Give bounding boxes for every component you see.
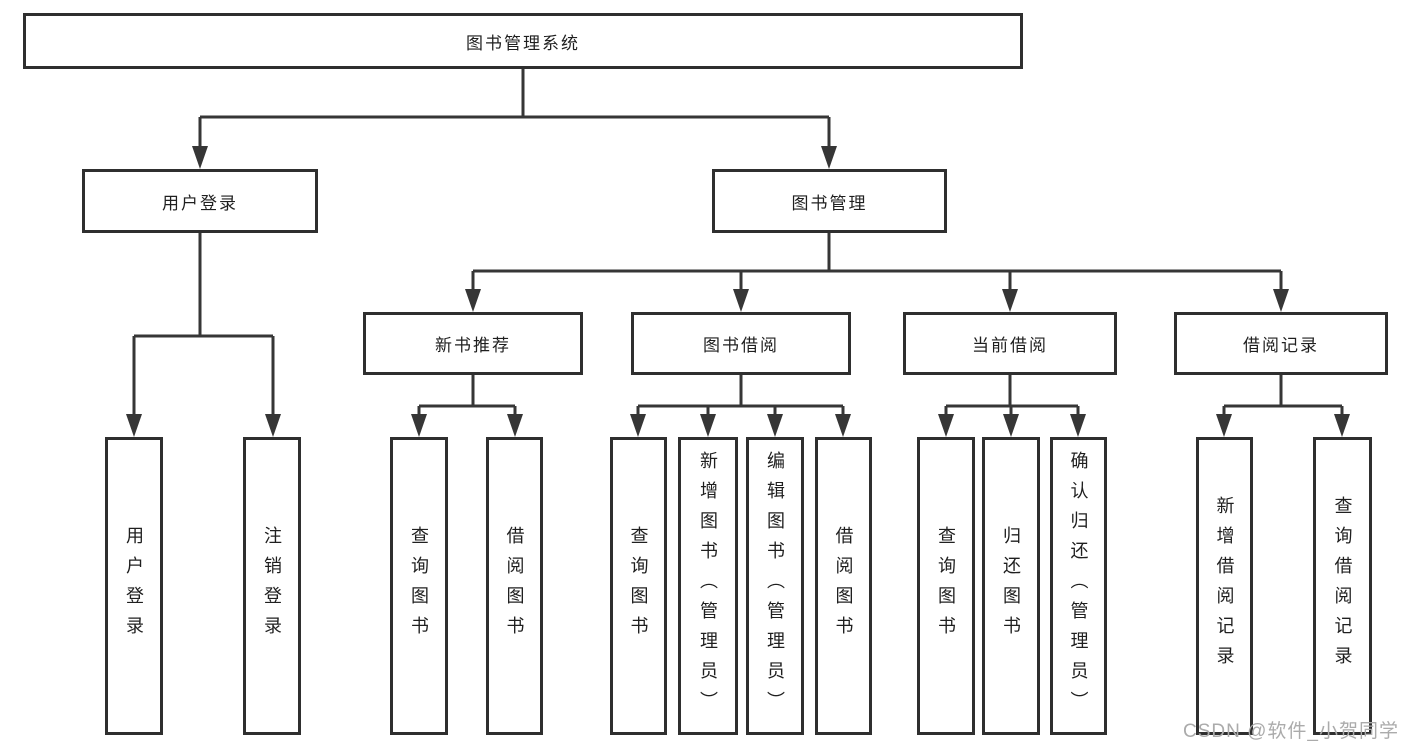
node-current-borrow: 当前借阅 bbox=[903, 312, 1117, 375]
node-label: 借阅图书 bbox=[833, 526, 854, 646]
node-book-borrow: 图书借阅 bbox=[631, 312, 851, 375]
leaf-query-borrow-record: 查询借阅记录 bbox=[1313, 437, 1372, 735]
leaf-return-books: 归还图书 bbox=[982, 437, 1040, 735]
leaf-edit-books-admin: 编辑图书（管理员） bbox=[746, 437, 804, 735]
node-label: 新增图书（管理员） bbox=[698, 451, 718, 721]
node-label: 归还图书 bbox=[1001, 526, 1021, 646]
leaf-user-login: 用户登录 bbox=[105, 437, 163, 735]
node-label: 编辑图书（管理员） bbox=[765, 451, 785, 721]
node-label: 查询借阅记录 bbox=[1332, 496, 1353, 676]
leaf-borrow-books-recommend: 借阅图书 bbox=[486, 437, 543, 735]
leaf-confirm-return-admin: 确认归还（管理员） bbox=[1050, 437, 1107, 735]
node-label: 图书管理系统 bbox=[466, 33, 580, 53]
node-label: 查询图书 bbox=[628, 526, 649, 646]
node-new-book-recommend: 新书推荐 bbox=[363, 312, 583, 375]
leaf-query-books-current: 查询图书 bbox=[917, 437, 975, 735]
leaf-query-books-borrow: 查询图书 bbox=[610, 437, 667, 735]
node-label: 注销登录 bbox=[262, 526, 282, 646]
node-label: 借阅记录 bbox=[1243, 336, 1319, 355]
leaf-query-books-recommend: 查询图书 bbox=[390, 437, 448, 735]
node-label: 查询图书 bbox=[936, 526, 956, 646]
node-label: 查询图书 bbox=[409, 526, 429, 646]
leaf-add-books-admin: 新增图书（管理员） bbox=[678, 437, 738, 735]
node-label: 图书管理 bbox=[791, 193, 868, 213]
node-book-management: 图书管理 bbox=[712, 169, 947, 233]
node-label: 借阅图书 bbox=[504, 526, 525, 646]
leaf-borrow-books: 借阅图书 bbox=[815, 437, 872, 735]
node-label: 新增借阅记录 bbox=[1214, 496, 1235, 676]
node-label: 确认归还（管理员） bbox=[1068, 451, 1089, 721]
node-label: 用户登录 bbox=[162, 193, 238, 213]
csdn-watermark: CSDN @软件_小贺同学 bbox=[1183, 721, 1399, 742]
leaf-add-borrow-record: 新增借阅记录 bbox=[1196, 437, 1253, 735]
node-borrow-record: 借阅记录 bbox=[1174, 312, 1388, 375]
node-user-login: 用户登录 bbox=[82, 169, 318, 233]
node-label: 新书推荐 bbox=[435, 336, 511, 355]
node-root-system: 图书管理系统 bbox=[23, 13, 1023, 69]
node-label: 当前借阅 bbox=[972, 336, 1048, 355]
node-label: 用户登录 bbox=[124, 526, 144, 646]
node-label: 图书借阅 bbox=[703, 336, 779, 355]
leaf-logout: 注销登录 bbox=[243, 437, 301, 735]
